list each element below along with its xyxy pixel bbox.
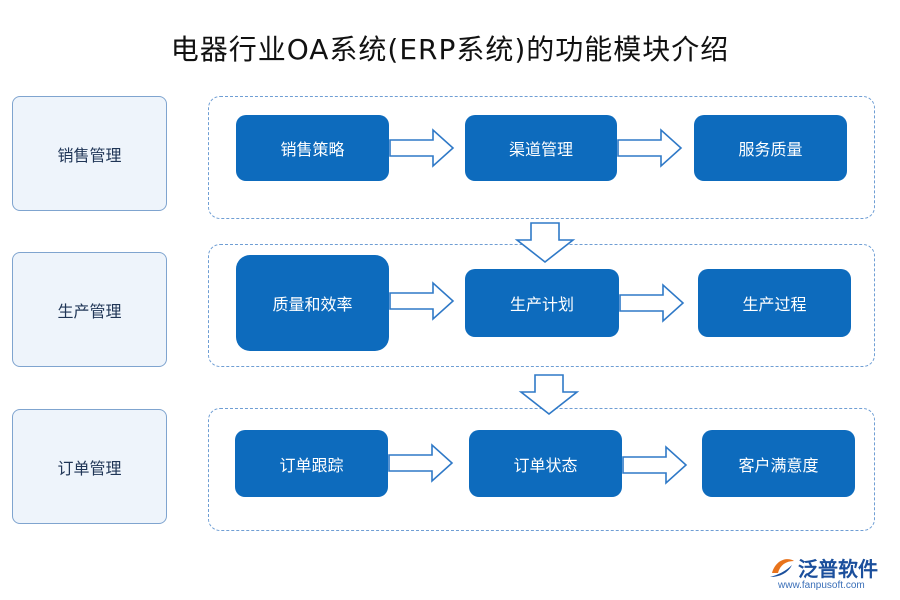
step-channel-management: 渠道管理 [465,115,617,181]
logo-url: www.fanpusoft.com [778,580,865,591]
logo-name: 泛普软件 [798,557,878,581]
category-sales: 销售管理 [12,96,167,211]
step-customer-satisfaction: 客户满意度 [702,430,855,497]
arrow-right-icon [617,128,683,168]
arrow-down-icon [514,222,576,264]
logo-mark-icon [770,559,794,577]
arrow-right-icon [622,445,688,485]
arrow-right-icon [389,128,455,168]
step-order-status: 订单状态 [469,430,622,497]
step-service-quality: 服务质量 [694,115,847,181]
step-quality-efficiency: 质量和效率 [236,255,389,351]
page-title: 电器行业OA系统(ERP系统)的功能模块介绍 [170,33,730,66]
category-order: 订单管理 [12,409,167,524]
arrow-right-icon [619,283,685,323]
group-sales [208,96,875,219]
arrow-right-icon [389,281,455,321]
category-production: 生产管理 [12,252,167,367]
arrow-right-icon [388,443,454,483]
step-order-tracking: 订单跟踪 [235,430,388,497]
step-production-process: 生产过程 [698,269,851,337]
arrow-down-icon [518,374,580,416]
brand-logo: 泛普软件 www.fanpusoft.com [768,553,893,593]
step-sales-strategy: 销售策略 [236,115,389,181]
step-production-plan: 生产计划 [465,269,619,337]
